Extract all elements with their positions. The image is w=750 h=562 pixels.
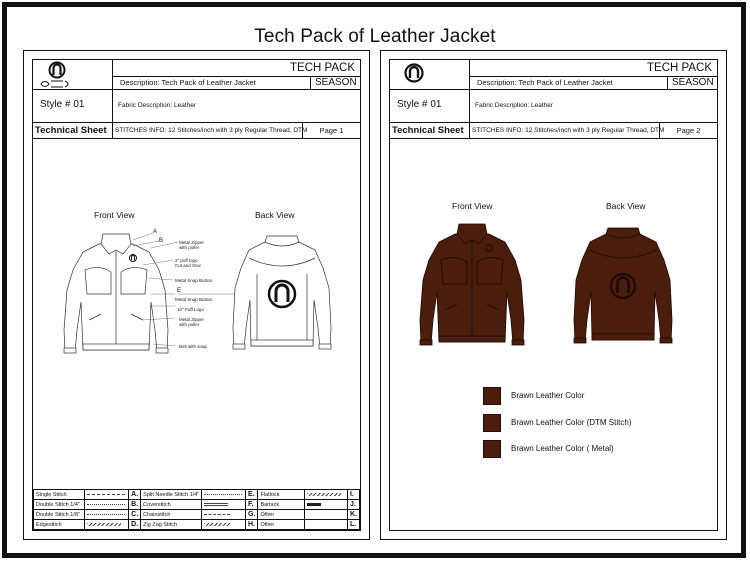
front-view-label: Front View xyxy=(94,210,135,220)
technical-sheet-label: Technical Sheet xyxy=(390,123,470,139)
back-view-label: Back View xyxy=(606,201,646,211)
callout-snap-button-2: Metal Snap Button. xyxy=(175,297,214,302)
back-view-label: Back View xyxy=(255,210,295,220)
front-jacket-sketch xyxy=(63,233,169,354)
callout-snap-button-1: Metal Snap Button. xyxy=(175,278,214,283)
callout-puff-logo: 2" puff logo.Cut and Sew xyxy=(175,258,201,268)
front-view-label: Front View xyxy=(452,201,493,211)
swatch-label: Brawn Leather Color ( Metal) xyxy=(511,444,614,453)
page-1-sheet: TECH PACK Description: Tech Pack of Leat… xyxy=(32,59,361,531)
page-2-sheet: TECH PACK Description: Tech Pack of Leat… xyxy=(389,59,718,531)
page-number: Page 1 xyxy=(319,126,344,135)
techpack-label: TECH PACK xyxy=(113,60,360,77)
table-row: Single Stitch A. Split Needle Stitch 1/4… xyxy=(32,489,361,500)
brand-logo-cell xyxy=(390,60,470,90)
swatch-label: Brawn Leather Color xyxy=(511,391,585,400)
season-label: SEASON xyxy=(668,77,717,90)
style-number: Style # 01 xyxy=(33,90,113,123)
description-field: Description: Tech Pack of Leather Jacket xyxy=(113,77,311,90)
table-row: Double Stitch 1/4" B. Coverstitch F. Bar… xyxy=(32,499,361,510)
tech-pack-page-2: TECH PACK Description: Tech Pack of Leat… xyxy=(380,50,727,540)
technical-sheet-label: Technical Sheet xyxy=(33,123,113,139)
metal-color-swatch xyxy=(483,440,501,458)
season-label: SEASON xyxy=(311,77,360,90)
leather-color-swatch xyxy=(483,387,501,405)
page-1-header: TECH PACK Description: Tech Pack of Leat… xyxy=(33,60,360,139)
table-row: Double Stitch 1/8" C. Chainstitch G. Oth… xyxy=(32,509,361,520)
fabric-description: Fabric Description: Leather xyxy=(470,90,717,123)
page-number: Page 2 xyxy=(676,126,701,135)
brand-logo-cell xyxy=(33,60,113,90)
techpack-label: TECH PACK xyxy=(470,60,717,77)
stitch-legend-table: Single Stitch A. Split Needle Stitch 1/4… xyxy=(32,489,361,530)
style-number: Style # 01 xyxy=(390,90,470,123)
stitch-color-swatch xyxy=(483,414,501,432)
swatch-label: Brawn Leather Color (DTM Stitch) xyxy=(511,418,632,427)
callout-tag-b: B xyxy=(159,238,164,244)
page-2-header: TECH PACK Description: Tech Pack of Leat… xyxy=(390,60,717,139)
table-row: Edgestitch D. Zig Zag Stitch H. Other L. xyxy=(32,519,361,530)
callout-tag-e: E xyxy=(177,288,182,294)
back-jacket-color xyxy=(573,227,673,344)
description-field: Description: Tech Pack of Leather Jacket xyxy=(470,77,668,90)
stitches-info: STITCHES INFO: 12 Stitches/inch with 3 p… xyxy=(113,123,307,139)
back-jacket-sketch xyxy=(232,235,332,350)
front-jacket-color xyxy=(419,223,525,346)
main-title: Tech Pack of Leather Jacket xyxy=(254,26,496,47)
callout-back-logo: 10" Puff Logo xyxy=(177,307,205,312)
swatch-row-metal: Brawn Leather Color ( Metal) xyxy=(483,440,683,458)
tech-pack-page-1: TECH PACK Description: Tech Pack of Leat… xyxy=(23,50,370,540)
fabric-description: Fabric Description: Leather xyxy=(113,90,360,123)
brand-logo-icon xyxy=(404,63,424,83)
brand-logo-icon xyxy=(40,61,69,88)
callout-belt: Belt with snap xyxy=(179,344,208,349)
swatch-row-leather: Brawn Leather Color xyxy=(483,387,683,405)
swatch-row-dtm-stitch: Brawn Leather Color (DTM Stitch) xyxy=(483,414,683,432)
callout-tag-a: A xyxy=(153,229,158,235)
stitches-info: STITCHES INFO: 12 Stitches/inch with 3 p… xyxy=(470,123,664,139)
